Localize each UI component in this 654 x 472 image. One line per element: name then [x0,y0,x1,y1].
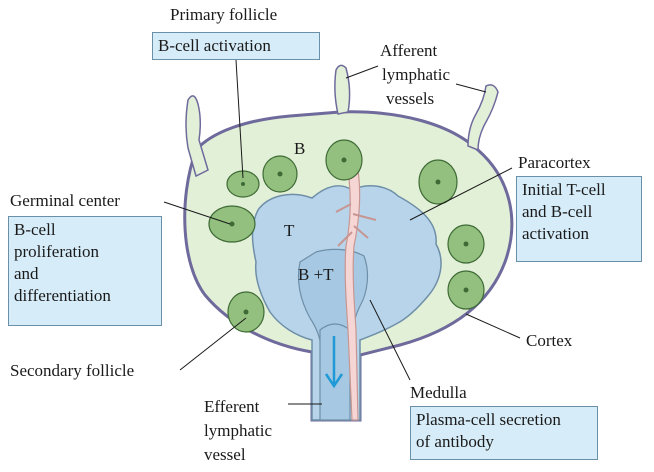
initial-activation-line-3: activation [522,224,590,243]
germinal-center-label: Germinal center [10,191,120,210]
leader-germinal-center [163,201,231,225]
initial-activation-box: Initial T-cell and B-cell activation [516,176,642,262]
leader-medulla [369,299,411,381]
efferent-flow-arrow [324,336,344,389]
blood-vessel-branches [335,203,377,247]
plasma-cell-line-1: Plasma-cell secretion [416,410,561,429]
leader-secondary-follicle [179,317,247,371]
afferent-label-line-1: Afferent [380,41,438,60]
proliferation-line-1: B-cell [14,220,56,239]
leader-afferent [345,65,379,79]
proliferation-line-2: proliferation [14,242,99,261]
proliferation-line-4: differentiation [14,286,111,305]
medulla-label: Medulla [410,383,467,402]
region-t-label: T [284,221,295,240]
afferent-vessel-middle [334,64,351,115]
initial-activation-line-1: Initial T-cell [522,180,606,199]
leader-lines [163,59,521,405]
leader-primary-follicle [235,59,244,179]
leader-afferent-2 [455,83,487,93]
region-b-label: B [294,139,305,158]
afferent-label-line-2: lymphatic [382,65,450,84]
blood-vessel [344,169,361,421]
afferent-label-line-3: vessels [386,89,435,108]
proliferation-line-3: and [14,264,39,283]
primary-follicle-label: Primary follicle [170,5,278,24]
secondary-follicle-label: Secondary follicle [10,361,135,380]
region-bt-label: B +T [298,265,334,284]
follicle-centers [229,157,469,315]
efferent-label-line-2: lymphatic [204,421,272,440]
paracortex-label: Paracortex [518,153,591,172]
plasma-cell-line-2: of antibody [416,432,494,451]
leader-cortex [465,313,521,339]
cortex-label: Cortex [526,331,573,350]
initial-activation-line-2: and B-cell [522,202,593,221]
efferent-label-line-1: Efferent [204,397,260,416]
afferent-vessel-right [467,84,499,152]
proliferation-box: B-cell proliferation and differentiation [8,216,162,326]
b-cell-activation-line-1: B-cell activation [158,36,271,55]
efferent-label-line-3: vessel [204,445,246,464]
plasma-cell-box: Plasma-cell secretion of antibody [410,406,598,460]
b-cell-activation-box: B-cell activation [152,32,320,60]
leader-paracortex [409,167,513,221]
afferent-vessel-left [185,95,209,178]
